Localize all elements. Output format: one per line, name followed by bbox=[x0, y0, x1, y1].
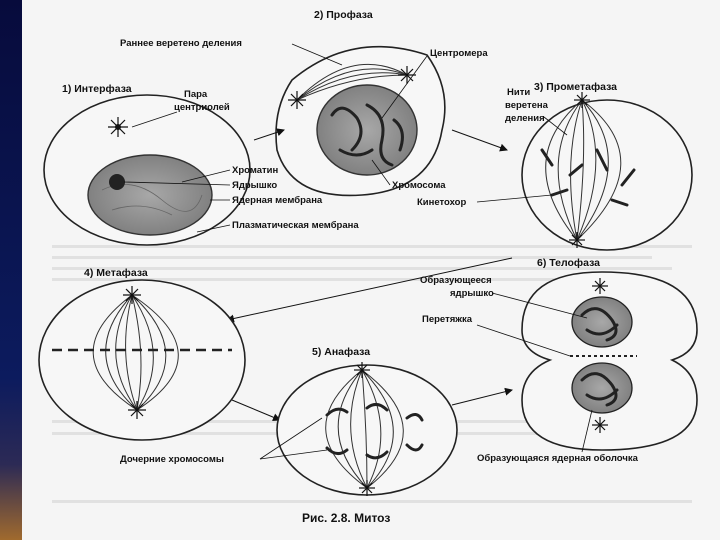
label-forming-nucleolus-1: Образующееся bbox=[420, 275, 492, 286]
label-forming-nucleolus-2: ядрышко bbox=[450, 288, 494, 299]
prometaphase-cell bbox=[522, 92, 692, 250]
stage-title-metaphase: 4) Метафаза bbox=[84, 267, 148, 279]
label-daughter-chromosomes: Дочерние хромосомы bbox=[120, 454, 224, 465]
label-centriole-pair-1: Пара bbox=[184, 89, 208, 100]
label-nucleolus: Ядрышко bbox=[232, 180, 277, 191]
prophase-cell bbox=[276, 47, 445, 196]
mitosis-figure: 1) Интерфаза Пара центриолей 2) Профаза … bbox=[22, 0, 720, 540]
label-chromosome: Хромосома bbox=[392, 180, 446, 191]
anaphase-cell bbox=[277, 362, 457, 496]
stage-title-interphase: 1) Интерфаза bbox=[62, 83, 132, 95]
label-nuclear-membrane: Ядерная мембрана bbox=[232, 195, 323, 206]
mitosis-diagram: 1) Интерфаза Пара центриолей 2) Профаза … bbox=[22, 0, 720, 540]
label-forming-nuclear-envelope: Образующаяся ядерная оболочка bbox=[477, 453, 639, 464]
interphase-cell bbox=[44, 95, 250, 245]
stage-title-telophase: 6) Телофаза bbox=[537, 257, 600, 269]
stage-title-prophase: 2) Профаза bbox=[314, 9, 373, 21]
telophase-nucleus-top bbox=[572, 297, 632, 347]
figure-caption: Рис. 2.8. Митоз bbox=[302, 511, 390, 525]
label-centriole-pair-2: центриолей bbox=[174, 102, 230, 113]
arrow-prophase-to-prometaphase bbox=[452, 130, 507, 150]
label-spindle-fibers-3: деления bbox=[505, 113, 545, 124]
label-constriction: Перетяжка bbox=[422, 314, 473, 325]
label-early-spindle: Раннее веретено деления bbox=[120, 38, 242, 49]
stage-title-anaphase: 5) Анафаза bbox=[312, 346, 370, 358]
metaphase-cell bbox=[39, 280, 245, 440]
label-kinetochore: Кинетохор bbox=[417, 197, 466, 208]
arrow-metaphase-to-anaphase bbox=[232, 400, 280, 420]
telophase-nucleus-bottom bbox=[572, 363, 632, 413]
nucleolus bbox=[109, 174, 125, 190]
slide-side-bar bbox=[0, 0, 22, 540]
label-centromere: Центромера bbox=[430, 48, 488, 59]
arrow-anaphase-to-telophase bbox=[452, 390, 512, 405]
label-spindle-fibers-1: Нити bbox=[507, 87, 530, 98]
label-spindle-fibers-2: веретена bbox=[505, 100, 549, 111]
label-plasma-membrane: Плазматическая мембрана bbox=[232, 220, 359, 231]
telophase-cell bbox=[522, 272, 697, 450]
label-chromatin: Хроматин bbox=[232, 165, 278, 176]
interphase-nucleus bbox=[88, 155, 212, 235]
centriole-pair bbox=[108, 117, 128, 137]
stage-title-prometaphase: 3) Прометафаза bbox=[534, 81, 617, 93]
